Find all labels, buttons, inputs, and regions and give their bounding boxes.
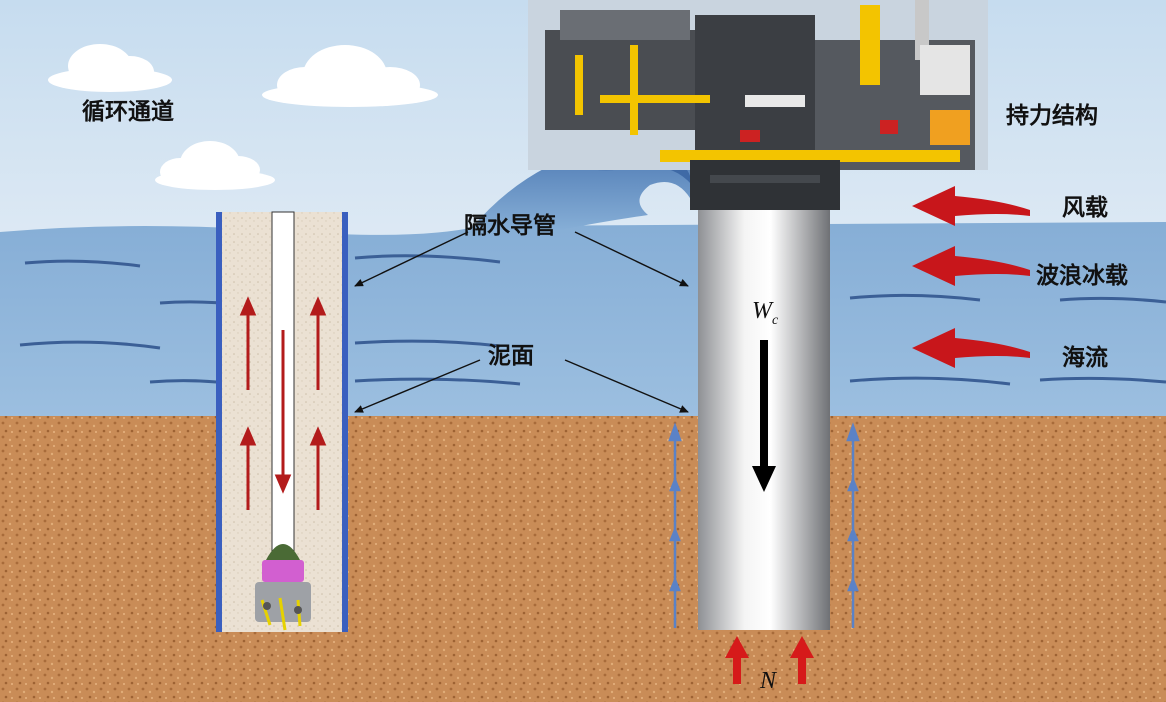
cloud-icon	[155, 141, 275, 190]
wave-ice-load-label: 波浪冰载	[1036, 263, 1128, 289]
riser-label: 隔水导管	[464, 213, 556, 239]
seabed-soil	[0, 416, 1166, 702]
wave-ice-load-arrow	[912, 246, 1030, 286]
base-reaction-label: N	[760, 668, 777, 694]
base-reaction-arrows	[725, 636, 814, 684]
circulation-channel-label: 循环通道	[82, 99, 174, 125]
sea	[0, 222, 1166, 418]
wind-load-arrow	[912, 186, 1030, 226]
current-label: 海流	[1062, 345, 1108, 371]
cloud-icon	[262, 45, 438, 107]
circulation-flow-arrows	[239, 296, 327, 510]
self-weight-label: Wc	[752, 298, 779, 328]
wind-load-label: 风载	[1062, 195, 1108, 221]
leader-lines	[354, 231, 689, 413]
side-friction-arrows	[668, 422, 860, 628]
self-weight-arrow	[752, 340, 776, 492]
bearing-structure-label: 持力结构	[1006, 103, 1098, 129]
offshore-platform-icon	[528, 0, 988, 210]
current-load-arrow	[912, 328, 1030, 368]
cloud-icon	[48, 44, 172, 92]
drill-bit-icon	[255, 544, 311, 631]
mudline-label: 泥面	[488, 343, 534, 369]
